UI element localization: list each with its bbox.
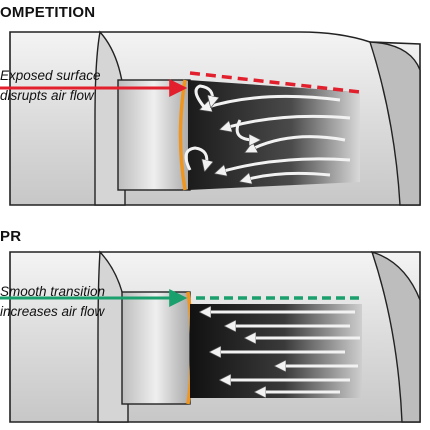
panel-title-pr: PR (0, 228, 21, 245)
panel-competition (0, 32, 420, 205)
callout-line: Exposed surface (0, 68, 101, 84)
callout-pr: Smooth transition increases air flow (0, 284, 105, 320)
panel-title-competition: OMPETITION (0, 4, 95, 21)
sleeve-plug (122, 292, 190, 404)
callout-line: increases air flow (0, 304, 105, 320)
callout-competition: Exposed surface disrupts air flow (0, 68, 101, 104)
callout-line: Smooth transition (0, 284, 105, 300)
panel-pr (0, 252, 420, 422)
callout-line: disrupts air flow (0, 88, 101, 104)
